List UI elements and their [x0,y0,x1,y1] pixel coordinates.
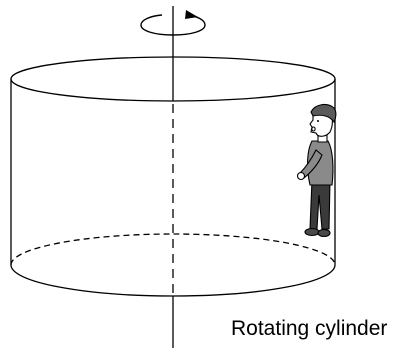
diagram-caption: Rotating cylinder [231,317,388,340]
person-left-shoe [304,227,320,237]
rotation-arrow-icon [140,10,206,36]
person-legs [309,179,331,230]
person-figure [296,103,337,238]
person-hand [296,171,306,181]
cylinder-top-rim [10,56,336,102]
person-torso [307,140,334,186]
person-hair [310,103,337,124]
cylinder-bottom-back-edge [10,233,336,266]
person-right-shoe [317,228,331,238]
